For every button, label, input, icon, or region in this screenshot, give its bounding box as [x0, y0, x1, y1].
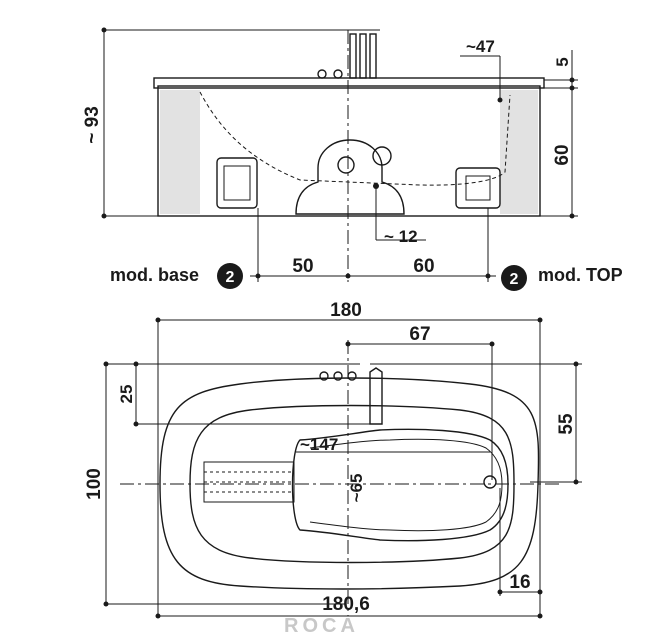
drain-top — [483, 475, 497, 489]
svg-text:2: 2 — [226, 269, 235, 286]
jets-grid — [203, 461, 295, 503]
mod-top-label: 2 mod. TOP — [501, 265, 623, 291]
dim-drain-offset: 55 — [556, 413, 577, 435]
tub-top-outer — [159, 377, 540, 590]
top-view: 180 67 100 25 55 — [84, 300, 582, 619]
dim-width: 100 — [84, 468, 105, 500]
dim-rim: 5 — [553, 57, 572, 66]
svg-text:mod. base: mod. base — [110, 265, 199, 285]
dim-overflow: ~47 — [466, 37, 495, 56]
svg-text:mod. TOP: mod. TOP — [538, 265, 623, 285]
dim-inner-width: ~65 — [347, 474, 366, 503]
tub-front-body — [157, 85, 541, 217]
watermark: ROCA — [284, 615, 359, 636]
mod-base-label: mod. base 2 — [110, 263, 243, 289]
dim-height-total: ~ 93 — [82, 106, 103, 144]
dim-right: 60 — [413, 256, 434, 277]
dim-inner-length: ~147 — [300, 435, 338, 454]
dim-drain-edge: 16 — [509, 572, 530, 593]
dim-tub-height: 60 — [552, 144, 573, 165]
svg-text:2: 2 — [510, 271, 519, 288]
dim-length: 180 — [330, 300, 362, 321]
tub-front-rim — [153, 77, 545, 89]
dim-outer-length: 180,6 — [322, 594, 370, 615]
dim-left: 50 — [292, 256, 313, 277]
front-view: ~47 5 60 ~ 93 ~ 12 50 60 — [82, 27, 578, 282]
dim-faucet-offset: 67 — [409, 324, 430, 345]
motor-left — [216, 157, 258, 209]
dim-faucet-depth: 25 — [117, 385, 136, 404]
motor-right — [455, 167, 501, 209]
central-pump — [295, 139, 405, 215]
tub-top-inner — [189, 404, 515, 564]
dim-drain: ~ 12 — [384, 227, 418, 246]
